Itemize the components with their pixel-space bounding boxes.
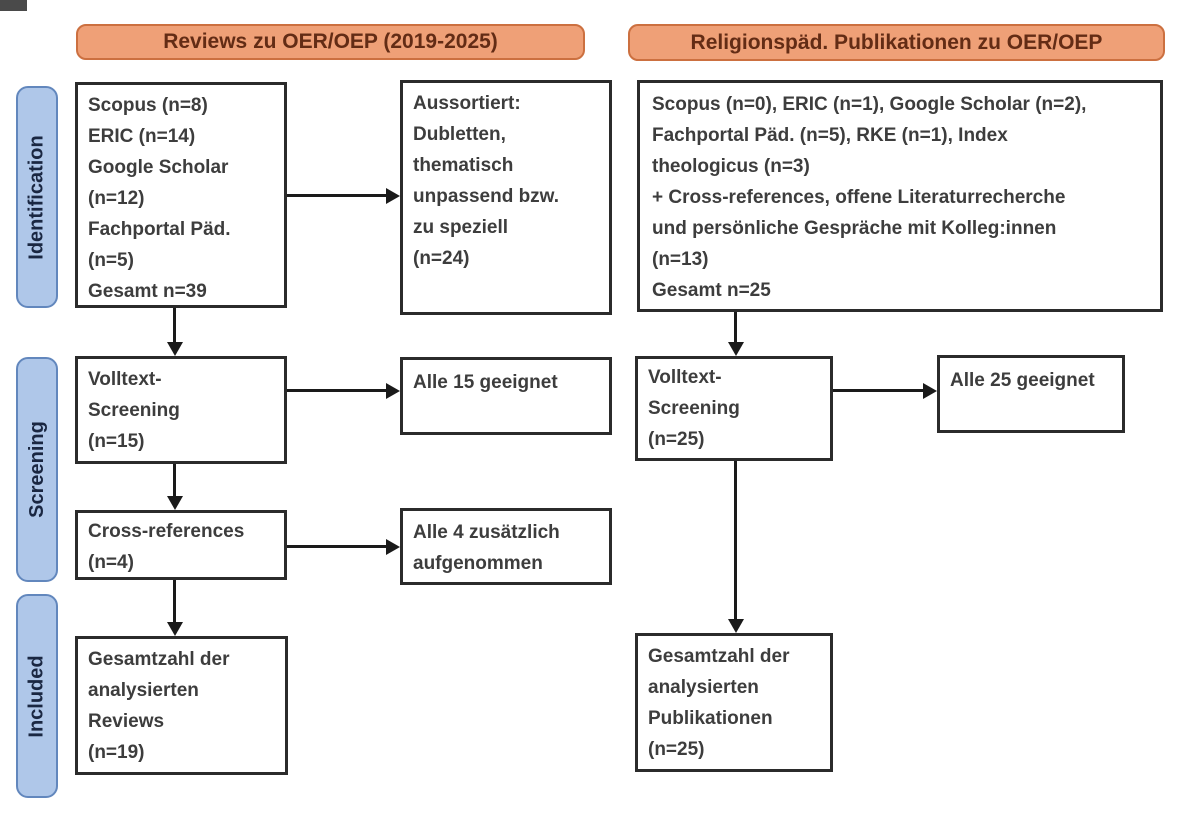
arrow-left-sources-to-fulltext-line [173, 308, 176, 344]
arrow-right-fulltext-to-result-line [833, 389, 925, 392]
arrow-left-crossref-to-total-line [173, 580, 176, 624]
arrow-left-sources-to-fulltext-head-icon [167, 342, 183, 356]
stage-label-identification: Identification [16, 86, 58, 308]
arrow-left-fulltext-to-crossref-line [173, 464, 176, 498]
arrow-right-fulltext-to-total-head-icon [728, 619, 744, 633]
arrow-left-crossref-to-total-head-icon [167, 622, 183, 636]
box-left-sources: Scopus (n=8) ERIC (n=14) Google Scholar … [75, 82, 287, 308]
column-header-religionspaed: Religionspäd. Publikationen zu OER/OEP [628, 24, 1165, 61]
stage-label-screening-text: Screening [25, 421, 48, 518]
arrow-left-sources-to-excluded-line [287, 194, 387, 197]
box-left-fulltext-result: Alle 15 geeignet [400, 357, 612, 435]
stage-label-screening: Screening [16, 357, 58, 582]
arrow-left-sources-to-excluded-head-icon [386, 188, 400, 204]
arrow-left-fulltext-to-crossref-head-icon [167, 496, 183, 510]
box-right-fulltext-result: Alle 25 geeignet [937, 355, 1125, 433]
stage-label-identification-text: Identification [25, 134, 48, 260]
box-right-sources: Scopus (n=0), ERIC (n=1), Google Scholar… [637, 80, 1163, 312]
arrow-left-crossref-to-result-head-icon [386, 539, 400, 555]
arrow-right-sources-to-fulltext-head-icon [728, 342, 744, 356]
box-right-fulltext-screening: Volltext- Screening (n=25) [635, 356, 833, 461]
arrow-right-fulltext-to-total-line [734, 461, 737, 621]
arrow-left-fulltext-to-result-line [287, 389, 387, 392]
box-left-cross-references: Cross-references (n=4) [75, 510, 287, 580]
arrow-right-sources-to-fulltext-line [734, 312, 737, 344]
arrow-left-fulltext-to-result-head-icon [386, 383, 400, 399]
box-right-total-included: Gesamtzahl der analysierten Publikatione… [635, 633, 833, 772]
box-left-fulltext-screening: Volltext- Screening (n=15) [75, 356, 287, 464]
box-left-total-included: Gesamtzahl der analysierten Reviews (n=1… [75, 636, 288, 775]
box-left-cross-references-result: Alle 4 zusätzlich aufgenommen [400, 508, 612, 585]
stage-label-included-text: Included [25, 654, 48, 738]
arrow-right-fulltext-to-result-head-icon [923, 383, 937, 399]
column-header-reviews: Reviews zu OER/OEP (2019-2025) [76, 24, 585, 60]
box-left-excluded: Aussortiert: Dubletten, thematisch unpas… [400, 80, 612, 315]
screenshot-corner-artifact [0, 0, 27, 11]
arrow-left-crossref-to-result-line [287, 545, 387, 548]
stage-label-included: Included [16, 594, 58, 798]
